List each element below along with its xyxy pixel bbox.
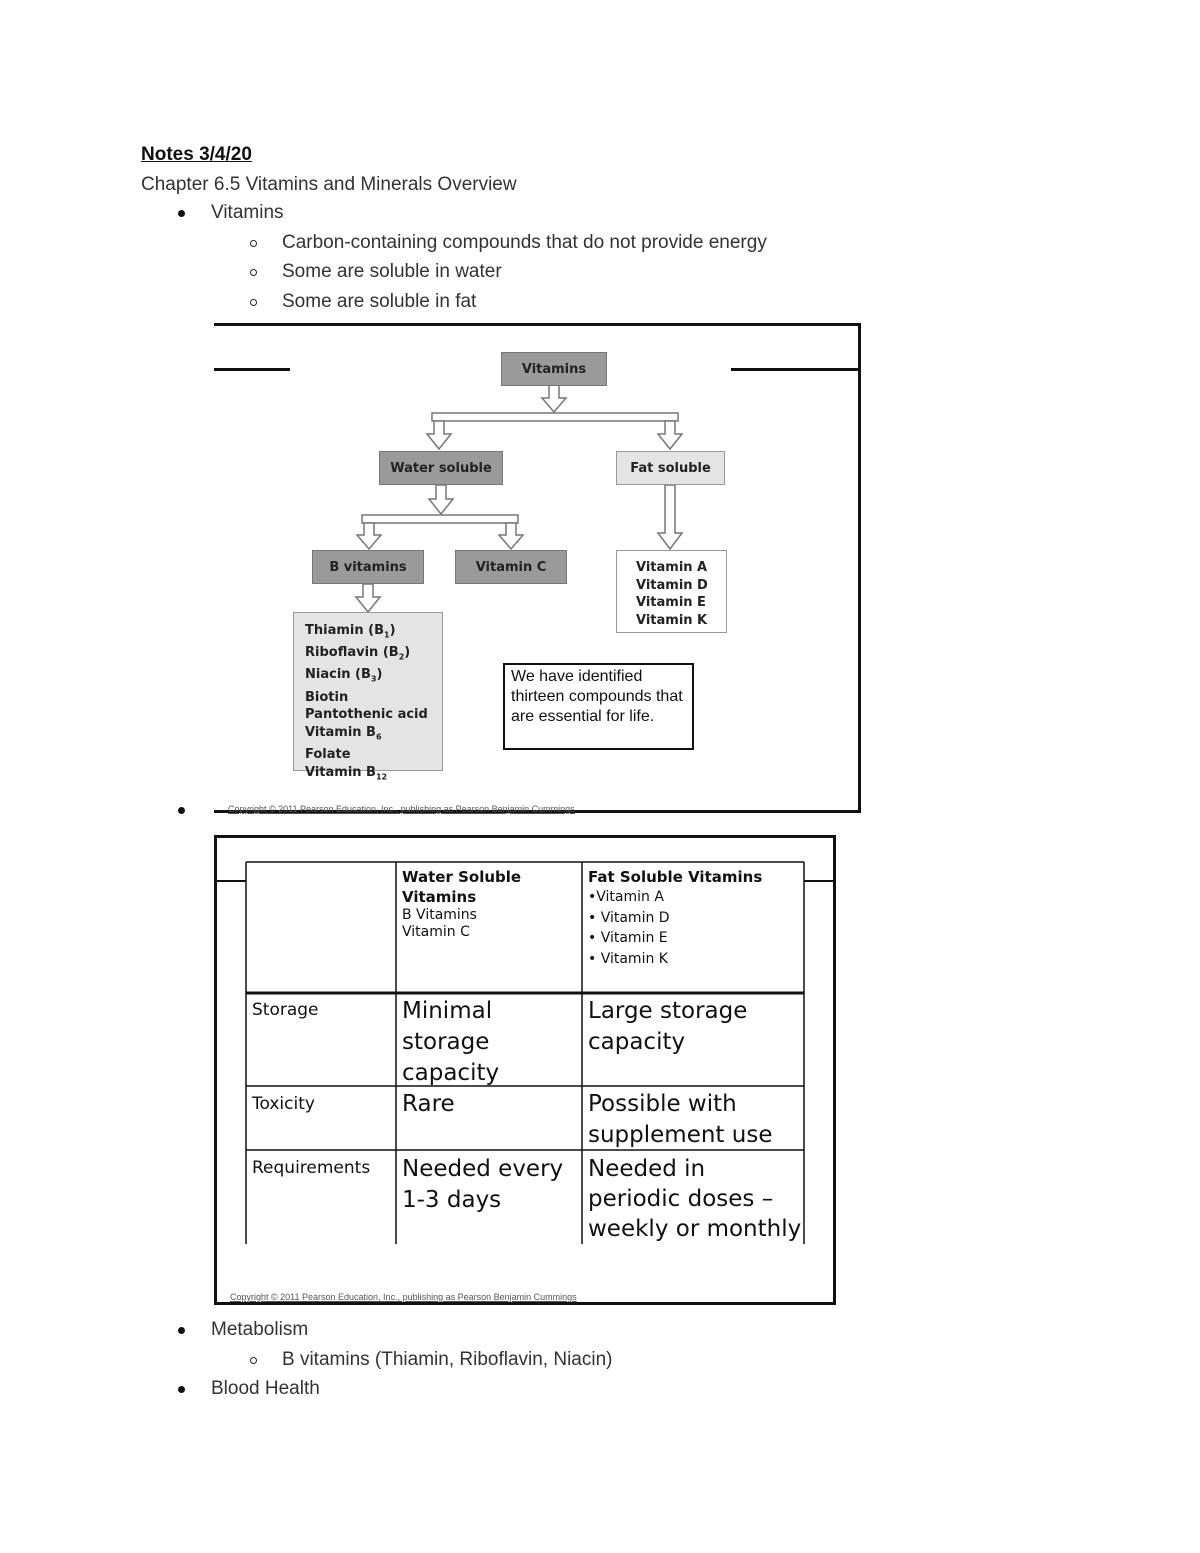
node-fat-soluble: Fat soluble [616,451,725,485]
arrow-down-icon [656,420,684,451]
figure-rule-right [804,880,836,882]
sub-bullet-circle [250,299,257,306]
cell-storage-water: Minimal storage capacity [402,998,500,1086]
figure-copyright: Copyright © 2011 Pearson Education, Inc.… [230,1292,577,1302]
bullet-dot [178,1386,185,1393]
cell-toxicity-fat: Possible with supplement use [588,1091,773,1148]
arrow-down-icon [656,484,684,551]
chapter-heading: Chapter 6.5 Vitamins and Minerals Overvi… [141,174,517,195]
sub-bullet-circle [250,240,257,247]
figure-rule-left [214,880,246,882]
notes-title: Notes 3/4/20 [141,144,252,165]
bullet-vitamins: Vitamins [211,202,284,223]
connector-bar [431,412,679,422]
arrow-down-icon [425,420,453,451]
sub-bullet-text: B vitamins (Thiamin, Riboflavin, Niacin) [282,1349,613,1370]
sub-bullet-circle [250,269,257,276]
sub-bullet-circle [250,1357,257,1364]
list-item: Vitamin A [636,560,708,575]
sub-bullet-text: Carbon-containing compounds that do not … [282,232,767,253]
arrow-down-icon [497,522,525,551]
list-item: •Vitamin A [588,889,664,905]
column-title: Fat Soluble Vitamins [588,868,763,886]
node-vitamins: Vitamins [501,352,607,386]
list-item: Vitamin B6 [305,724,382,742]
connector-bar [361,514,519,524]
fat-vitamin-list: Vitamin A Vitamin D Vitamin E Vitamin K [616,550,727,633]
bullet-metabolism: Metabolism [211,1319,309,1340]
list-item: Pantothenic acid [305,707,428,723]
column-title: Water Soluble Vitamins [402,868,522,906]
essential-compounds-note: We have identified thirteen compounds th… [503,663,694,750]
vitamins-flowchart-figure [214,323,861,813]
arrow-down-icon [427,484,455,516]
list-item: Vitamin K [636,612,708,628]
table-header-fat: Fat Soluble Vitamins •Vitamin A • Vitami… [588,867,802,969]
vitamin-comparison-figure [214,835,836,1305]
sub-bullet-text: Some are soluble in fat [282,291,477,312]
list-item: Vitamin E [636,595,706,611]
list-item: Niacin (B3) [305,667,383,684]
bullet-blood-health: Blood Health [211,1378,320,1399]
bullet-dot [178,807,185,814]
bullet-dot [178,1327,185,1334]
note-line: We have identified [511,668,643,685]
list-item: Riboflavin (B2) [305,645,411,662]
node-water-soluble: Water soluble [379,451,503,485]
sub-bullet-text: Some are soluble in water [282,261,502,282]
list-item: • Vitamin D [588,909,670,926]
figure-copyright: Copyright © 2011 Pearson Education, Inc.… [228,804,575,814]
b-vitamin-list: Thiamin (B1) Riboflavin (B2) Niacin (B3)… [293,612,443,781]
row-label-storage: Storage [252,1000,319,1020]
figure-rule-left [214,368,290,371]
list-item: • Vitamin E [588,930,668,946]
figure-rule-right [731,368,861,371]
arrow-down-icon [354,583,382,614]
list-item: B Vitamins [402,907,477,923]
row-label-toxicity: Toxicity [252,1094,315,1114]
cell-requirements-water: Needed every 1-3 days [402,1156,564,1213]
list-item: Vitamin D [636,577,708,593]
list-item: Folate [305,746,351,762]
list-item: Biotin [305,689,349,705]
cell-storage-fat: Large storage capacity [588,998,748,1055]
list-item: Vitamin C [402,924,470,940]
list-item: Vitamin B12 [305,764,388,782]
cell-toxicity-water: Rare [402,1091,455,1117]
node-b-vitamins: B vitamins [312,550,424,584]
note-line: thirteen compounds that [511,688,683,705]
cell-requirements-fat: Needed in periodic doses – weekly or mon… [588,1156,802,1242]
bullet-dot [178,210,185,217]
node-vitamin-c: Vitamin C [455,550,567,584]
list-item: Thiamin (B1) [305,623,396,640]
table-header-water: Water Soluble Vitamins B Vitamins Vitami… [402,867,578,941]
arrow-down-icon [355,522,383,551]
arrow-down-icon [540,384,568,414]
note-line: are essential for life. [511,708,655,725]
row-label-requirements: Requirements [252,1158,371,1178]
list-item: • Vitamin K [588,950,668,967]
